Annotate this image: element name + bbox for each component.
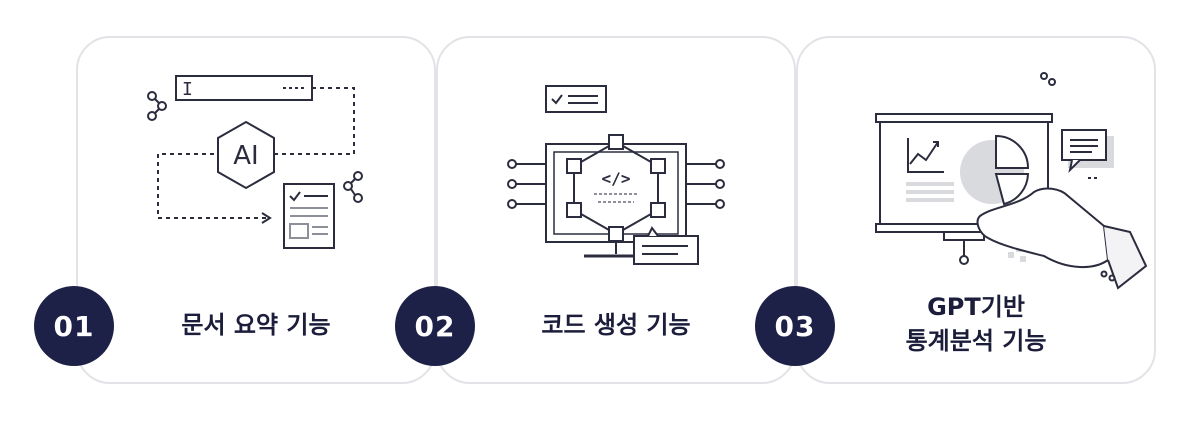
checklist-icon [545, 85, 607, 113]
code-generation-illustration: </> [507, 85, 725, 265]
code-icon: </> [594, 169, 638, 203]
feature-card-document-summary: I AI [76, 36, 436, 384]
statistics-illustration [875, 72, 1148, 290]
feature-title: GPT기반 통계분석 기능 [798, 290, 1154, 358]
line-chart-icon [906, 138, 954, 202]
share-icon [147, 91, 167, 121]
pie-chart-icon [960, 134, 1030, 206]
feature-title-line: 코드 생성 기능 [541, 311, 691, 339]
feature-title: 문서 요약 기능 [78, 308, 434, 342]
circuit-lines [507, 159, 725, 209]
svg-text:</>: </> [602, 169, 631, 188]
svg-text:AI: AI [233, 141, 258, 171]
feature-card-gpt-statistics: GPT기반 통계분석 기능 [796, 36, 1156, 384]
feature-title: 코드 생성 기능 [438, 308, 794, 342]
feature-card-code-generation: </> 코드 생성 기능 [436, 36, 796, 384]
share-icon [343, 171, 363, 203]
document-summary-illustration: I AI [147, 75, 363, 249]
feature-title-line: 통계분석 기능 [905, 327, 1047, 355]
step-badge-3: 03 [755, 286, 835, 366]
hand-icon [976, 187, 1148, 290]
ai-hexagon-icon: AI [217, 120, 275, 190]
document-checklist-icon [283, 183, 335, 249]
step-badge-2: 02 [395, 286, 475, 366]
svg-text:I: I [182, 79, 193, 100]
feature-title-line: GPT기반 [927, 293, 1025, 321]
text-input-icon: I [175, 75, 313, 101]
step-badge-1: 01 [34, 286, 114, 366]
chat-bubble-icon [633, 226, 699, 265]
chat-bubble-icon [1061, 129, 1114, 179]
feature-title-line: 문서 요약 기능 [181, 311, 331, 339]
cube-network-icon [566, 134, 666, 242]
